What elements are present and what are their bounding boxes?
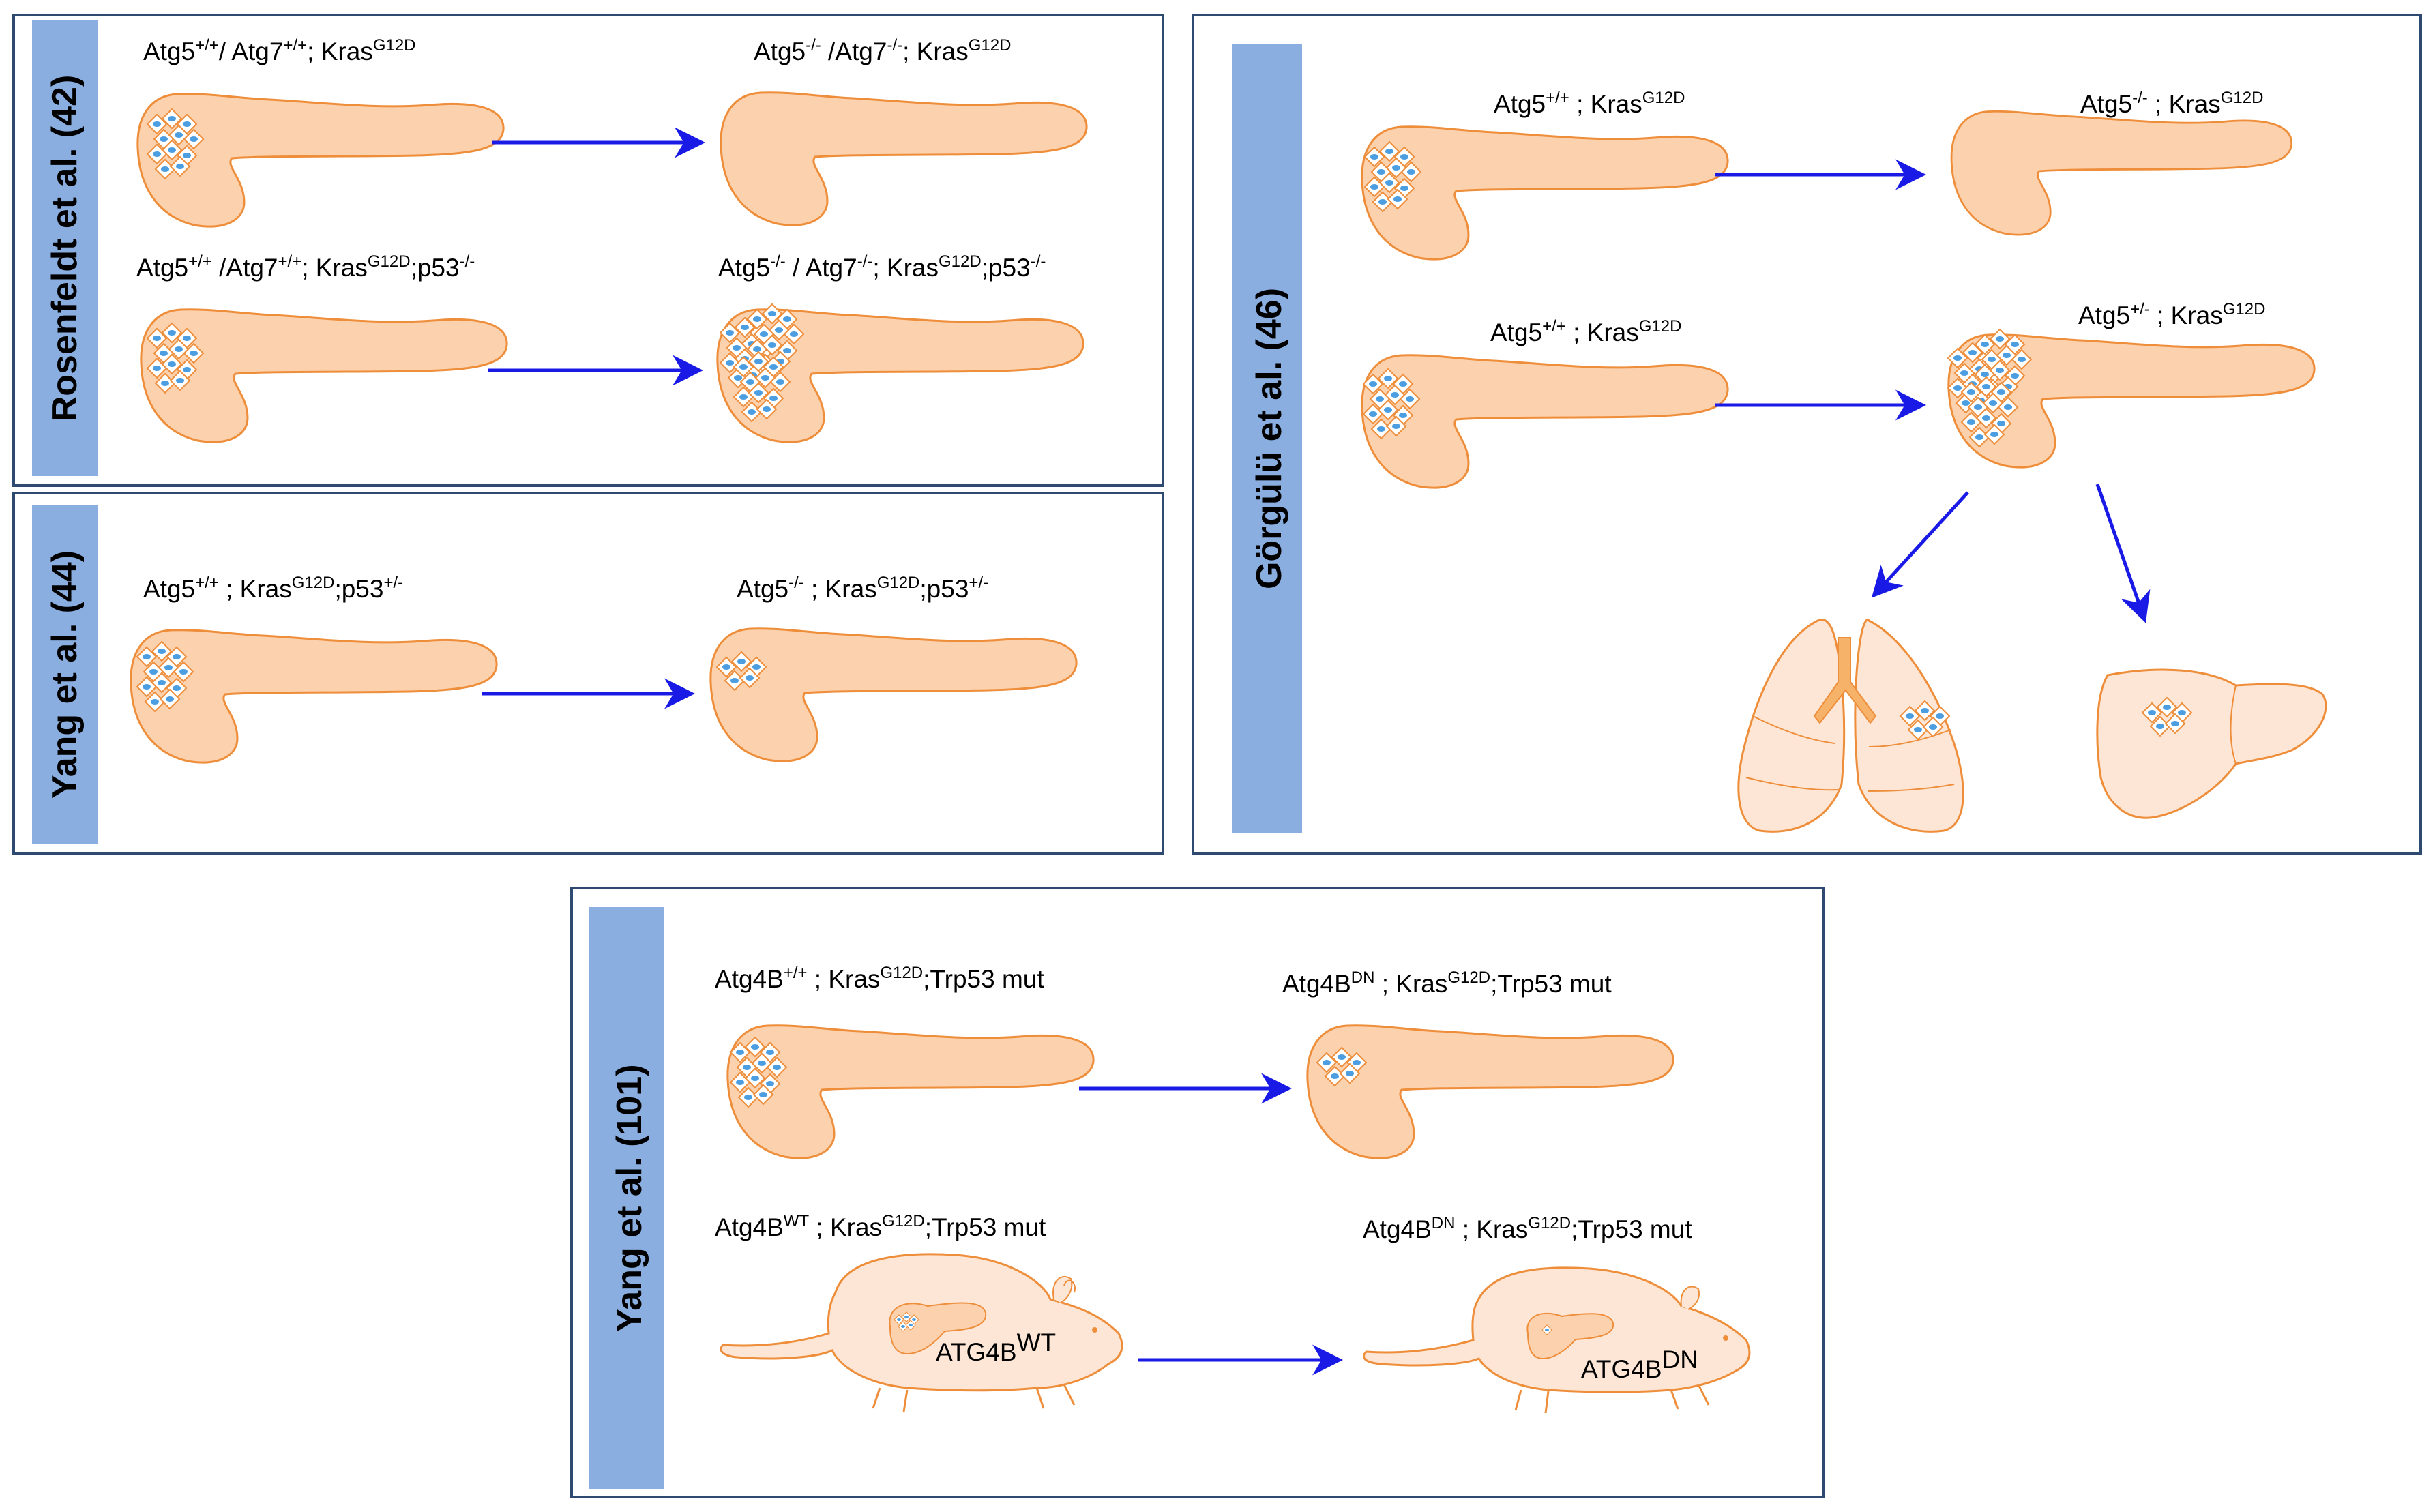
metastasis-arrow (2095, 484, 2151, 623)
genotype-label: Atg5+/+ ; KrasG12D (1494, 89, 1685, 118)
genotype-label: Atg4BWT ; KrasG12D;Trp53 mut (715, 1212, 1046, 1241)
pancreas-organ (709, 627, 1078, 762)
pancreas-organ (1361, 354, 1729, 489)
genotype-label: Atg5+/+/ Atg7+/+; KrasG12D (143, 36, 416, 65)
panel-gorgulu (1192, 14, 2422, 855)
pancreas-organ (1306, 1024, 1674, 1159)
genotype-label: Atg4BDN ; KrasG12D;Trp53 mut (1282, 968, 1612, 998)
study-bar-yang-101 (589, 907, 664, 1489)
pancreas-organ (1361, 125, 1729, 261)
study-bar-yang-44 (32, 505, 98, 844)
mouse-transgene-label: ATG4BDN (1581, 1346, 1698, 1383)
mouse-transgene-label: ATG4BWT (936, 1329, 1056, 1366)
lungs-organ (1737, 619, 1964, 833)
genotype-label: Atg5-/- ; KrasG12D;p53+/- (737, 574, 988, 603)
mouse-illustration (720, 1253, 1123, 1412)
genotype-label: Atg5+/+ /Atg7+/+; KrasG12D;p53-/- (136, 252, 475, 282)
pancreas-organ (720, 91, 1088, 226)
pancreas-organ (716, 304, 1084, 443)
genotype-label: Atg5-/- /Atg7-/-; KrasG12D (754, 36, 1011, 65)
genotype-label: Atg5-/- ; KrasG12D (2080, 89, 2263, 118)
pancreas-organ (726, 1024, 1095, 1159)
genotype-label: Atg4B+/+ ; KrasG12D;Trp53 mut (715, 964, 1044, 993)
study-label-yang-44: Yang et al. (44) (45, 550, 85, 799)
genotype-label: Atg5+/+ ; KrasG12D;p53+/- (143, 574, 403, 603)
genotype-label: Atg5+/- ; KrasG12D (2078, 300, 2265, 329)
liver-organ (2096, 668, 2327, 819)
pancreas-organ (1947, 329, 2316, 469)
metastasis-arrow (1871, 491, 1969, 598)
study-bar-gorgulu (1232, 44, 1302, 833)
pancreas-organ (140, 308, 508, 443)
pancreas-organ (136, 93, 505, 228)
panel-yang-101 (570, 887, 1825, 1498)
study-label-gorgulu: Görgülü et al. (46) (1250, 288, 1289, 589)
study-label-rosenfeldt: Rosenfeldt et al. (42) (45, 75, 85, 422)
panel-rosenfeldt (12, 14, 1164, 487)
genotype-label: Atg5-/- / Atg7-/-; KrasG12D;p53-/- (718, 252, 1046, 282)
genotype-label: Atg4BDN ; KrasG12D;Trp53 mut (1363, 1214, 1692, 1243)
study-bar-rosenfeldt (32, 20, 98, 476)
pancreas-organ (130, 629, 498, 764)
pancreas-organ (1950, 110, 2293, 236)
mouse-illustration (1363, 1266, 1751, 1414)
panel-yang-44 (12, 492, 1164, 855)
study-label-yang-101: Yang et al. (101) (610, 1064, 649, 1332)
genotype-label: Atg5+/+ ; KrasG12D (1490, 317, 1681, 346)
